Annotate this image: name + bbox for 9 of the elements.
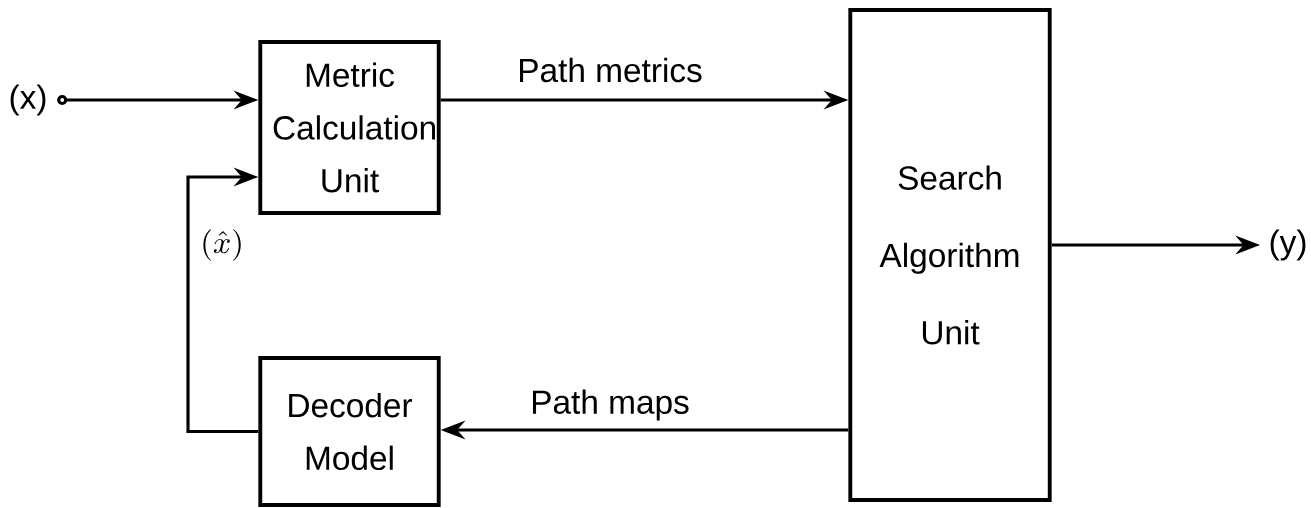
process-box: Metric Calculation Unit — [258, 40, 441, 215]
edge-label: $(\hat{x})$ — [196, 225, 248, 265]
process-box: Decoder Model — [258, 356, 441, 507]
signal-label: (y) — [1270, 229, 1306, 261]
edge-label: Path metrics — [513, 54, 707, 86]
signal-label: (x) — [10, 84, 68, 116]
edge-label: Path maps — [526, 385, 694, 425]
arrow — [186, 167, 259, 434]
process-box: Search Algorithm Unit — [848, 8, 1052, 502]
